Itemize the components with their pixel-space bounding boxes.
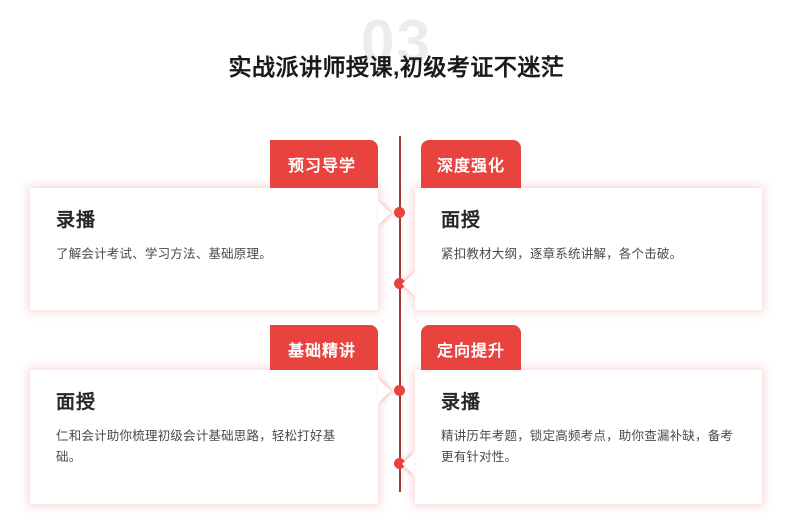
stage-tab-targeted-improvement[interactable]: 定向提升 [421, 325, 521, 373]
card-title: 面授 [441, 210, 482, 231]
stage-card-left-row2[interactable]: 面授 仁和会计助你梳理初级会计基础思路，轻松打好基础。 [30, 370, 378, 504]
page-title: 实战派讲师授课,初级考证不迷茫 [228, 54, 565, 80]
card-pointer-arrow-left-row1 [402, 272, 415, 296]
card-pointer-arrow-left-row2 [402, 452, 415, 476]
card-description: 仁和会计助你梳理初级会计基础思路，轻松打好基础。 [56, 429, 336, 464]
timeline-dot-4 [394, 458, 405, 469]
card-description: 紧扣教材大纲，逐章系统讲解，各个击破。 [441, 247, 683, 261]
card-title: 面授 [56, 392, 97, 413]
stage-tab-preview-guidance[interactable]: 预习导学 [270, 140, 378, 188]
card-title: 录播 [441, 392, 482, 413]
stage-tab-label: 定向提升 [436, 343, 505, 360]
stage-tab-label: 基础精讲 [287, 343, 356, 360]
timeline-vertical-line [399, 136, 401, 492]
stage-tab-label: 预习导学 [287, 158, 356, 175]
card-title: 录播 [56, 210, 97, 231]
card-pointer-arrow-right-row2 [378, 379, 391, 403]
page-header: 03 实战派讲师授课,初级考证不迷茫 [0, 0, 793, 120]
card-description: 精讲历年考题，锁定高频考点，助你查漏补缺，备考更有针对性。 [441, 429, 734, 464]
stage-tab-foundation-intensive[interactable]: 基础精讲 [270, 325, 378, 373]
card-description: 了解会计考试、学习方法、基础原理。 [56, 247, 272, 261]
stage-card-right-row1[interactable]: 面授 紧扣教材大纲，逐章系统讲解，各个击破。 [415, 188, 762, 310]
card-pointer-arrow-right-row1 [378, 201, 391, 225]
stage-tab-deep-reinforcement[interactable]: 深度强化 [421, 140, 521, 188]
timeline-dot-1 [394, 207, 405, 218]
stage-card-left-row1[interactable]: 录播 了解会计考试、学习方法、基础原理。 [30, 188, 378, 310]
timeline-dot-3 [394, 385, 405, 396]
stage-tab-label: 深度强化 [436, 158, 505, 175]
section-number-watermark: 03 [361, 8, 432, 75]
stage-card-right-row2[interactable]: 录播 精讲历年考题，锁定高频考点，助你查漏补缺，备考更有针对性。 [415, 370, 762, 504]
timeline-dot-2 [394, 278, 405, 289]
